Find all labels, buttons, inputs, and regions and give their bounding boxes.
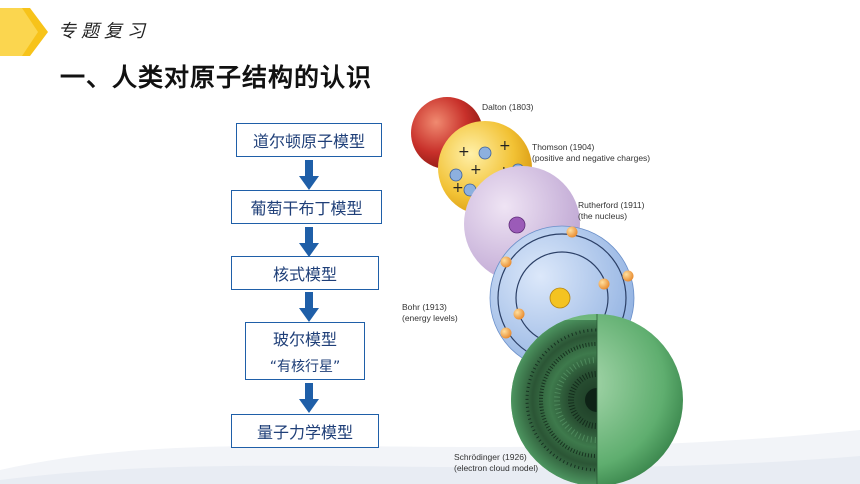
- label-bohr-sub: (energy levels): [402, 313, 458, 323]
- flow-label-dalton: 道尔顿原子模型: [252, 132, 365, 151]
- svg-text:+: +: [499, 138, 511, 154]
- flow-box-bohr: 玻尔模型 “有核行星”: [245, 322, 365, 380]
- label-dalton: Dalton (1803): [482, 102, 534, 112]
- bohr-nucleus: [549, 287, 571, 309]
- label-schrodinger-sub: (electron cloud model): [454, 463, 538, 473]
- flow-sublabel-bohr: “有核行星”: [269, 359, 341, 375]
- label-thomson: Thomson (1904): [532, 142, 595, 152]
- svg-text:+: +: [470, 162, 482, 178]
- flow-label-nuclear: 核式模型: [272, 265, 337, 284]
- flow-box-plum-pudding: 葡萄干布丁模型: [231, 190, 382, 224]
- flow-box-nuclear: 核式模型: [231, 256, 379, 290]
- flow-box-dalton: 道尔顿原子模型: [236, 123, 382, 157]
- svg-text:+: +: [452, 180, 464, 196]
- rutherford-nucleus: [508, 216, 526, 234]
- down-arrow-icon: [299, 383, 319, 413]
- down-arrow-icon: [299, 292, 319, 322]
- flow-label-bohr: 玻尔模型: [272, 330, 337, 349]
- section-badge-icon: [0, 8, 48, 56]
- down-arrow-icon: [299, 227, 319, 257]
- label-schrodinger: Schrödinger (1926): [454, 452, 527, 462]
- electron-cloud: [511, 320, 597, 484]
- label-thomson-sub: (positive and negative charges): [532, 153, 650, 163]
- svg-text:+: +: [458, 144, 470, 160]
- atom-models-illustration: Dalton (1803) +++ +++ Thomson (1904) (po…: [402, 97, 683, 484]
- flow-label-plum-pudding: 葡萄干布丁模型: [250, 199, 363, 218]
- page-title: 一、人类对原子结构的认识: [60, 63, 373, 92]
- down-arrow-icon: [299, 160, 319, 190]
- flow-label-quantum: 量子力学模型: [256, 423, 353, 442]
- section-label: 专题复习: [58, 21, 150, 42]
- label-rutherford-sub: (the nucleus): [578, 211, 627, 221]
- flow-box-quantum: 量子力学模型: [231, 414, 379, 448]
- label-rutherford: Rutherford (1911): [578, 200, 645, 210]
- label-bohr: Bohr (1913): [402, 302, 447, 312]
